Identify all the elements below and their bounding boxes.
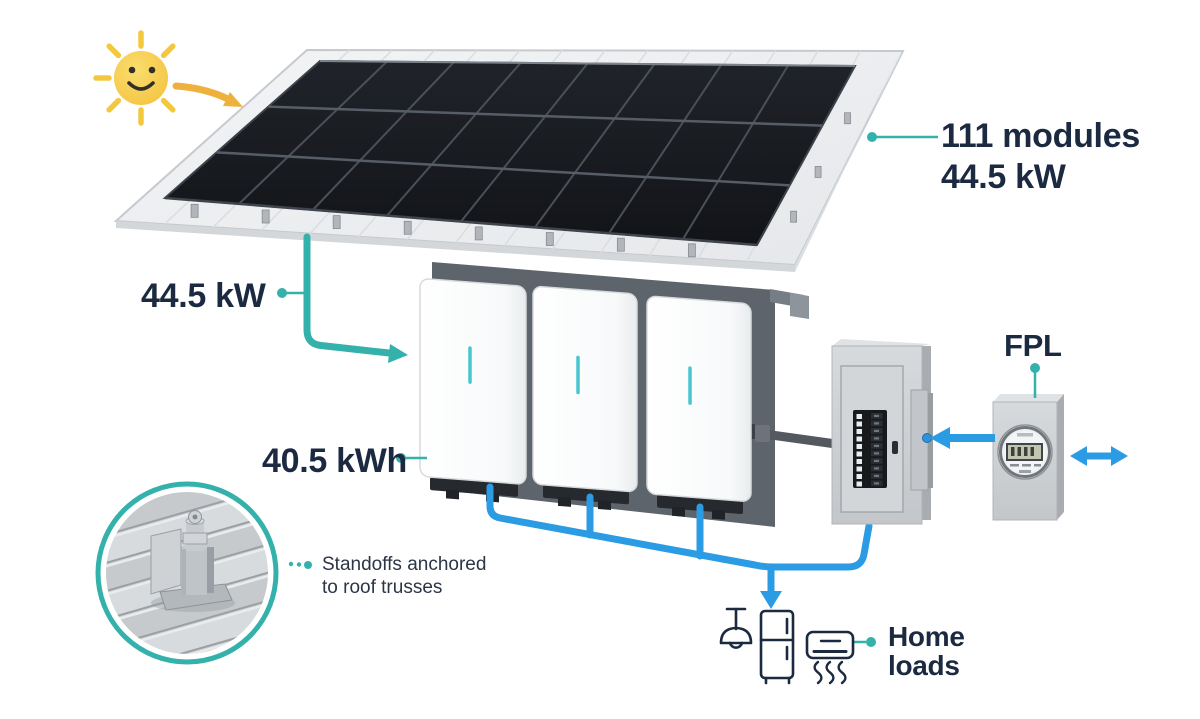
label-leaders: [277, 132, 1040, 647]
battery-capacity-label: 40.5 kWh: [262, 442, 407, 480]
home-loads-label: Home loads: [888, 621, 965, 681]
battery-bank: [419, 278, 752, 520]
door-latch: [892, 441, 898, 454]
home-load-icons: [719, 607, 855, 685]
array-size-label: 111 modules 44.5 kW: [941, 116, 1140, 198]
arrow-left-icon: [930, 427, 950, 449]
battery-unit-2: [532, 285, 638, 511]
sun-icon: [93, 30, 243, 126]
dc-cabling: [486, 483, 873, 609]
pv-flow-arrow: [303, 233, 408, 363]
grid-flow-arrows: [930, 427, 1128, 466]
air-conditioner-icon: [805, 630, 855, 685]
roof-standoff-feet: [190, 112, 851, 258]
standoffs-note: Standoffs anchored to roof trusses: [322, 554, 487, 598]
array-power-rating: 44.5 kW: [941, 158, 1066, 196]
utility-meter: [992, 394, 1064, 521]
solar-panel-array: [162, 59, 857, 247]
pendant-lamp-icon: [719, 607, 753, 649]
arrow-down-icon: [760, 591, 782, 609]
battery-unit-1: [419, 278, 527, 503]
arrow-tip-icon: [223, 92, 243, 107]
roof-standoff-inset: [95, 481, 279, 665]
array-modules-count: 111 modules: [941, 117, 1140, 155]
arrow-right-icon: [1111, 446, 1128, 466]
battery-unit-3: [646, 295, 752, 520]
breaker-panel: [831, 339, 933, 525]
arrow-left-icon: [1070, 446, 1087, 466]
pv-output-label: 44.5 kW: [141, 277, 266, 315]
sunlight-arrow: [172, 82, 232, 103]
conduit-pipe: [746, 424, 837, 449]
utility-name-label: FPL: [1004, 328, 1062, 363]
refrigerator-icon: [759, 609, 795, 685]
